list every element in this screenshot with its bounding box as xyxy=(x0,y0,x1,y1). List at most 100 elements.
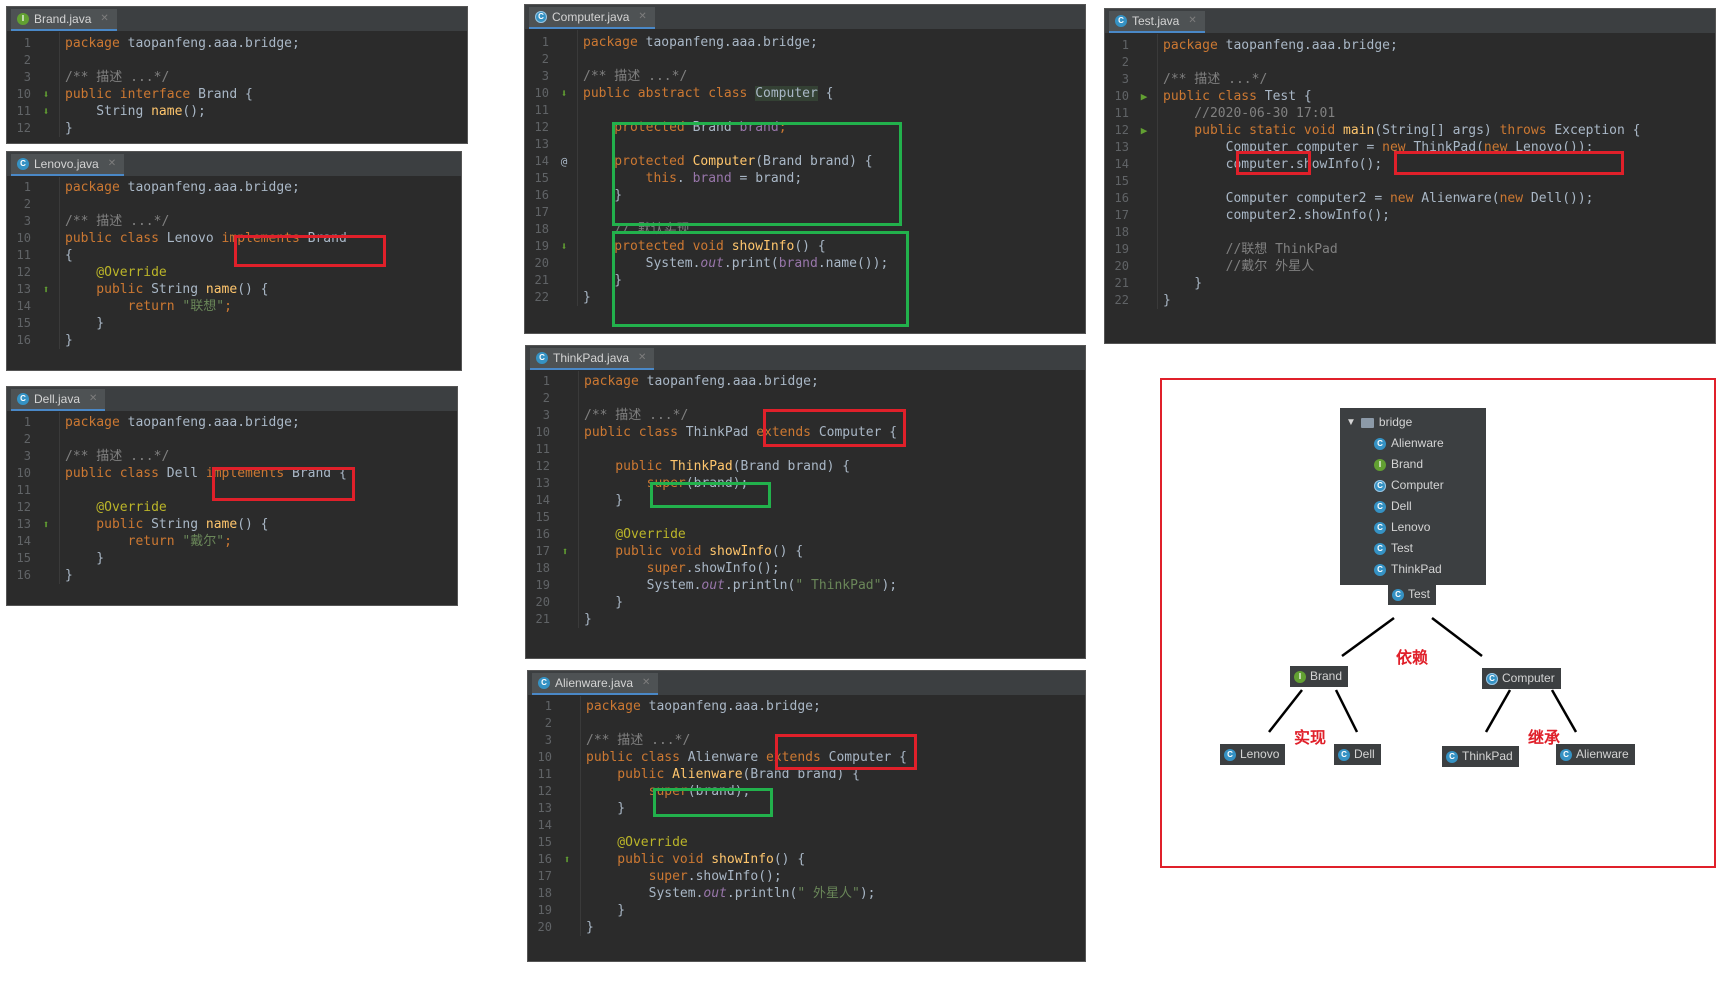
code-text: } xyxy=(65,332,73,349)
implementation-marker-icon[interactable]: ⬇ xyxy=(560,87,568,100)
code-line: 18 super.showInfo(); xyxy=(526,560,1085,577)
implementation-marker-icon[interactable]: ⬇ xyxy=(560,240,568,253)
code-line: 14 } xyxy=(526,492,1085,509)
code-line: 11 //2020-06-30 17:01 xyxy=(1105,105,1715,122)
code-token: () { xyxy=(773,852,806,867)
code-line: 3/** 描述 ...*/ xyxy=(7,448,457,465)
code-token: } xyxy=(586,801,626,816)
line-number: 2 xyxy=(544,716,552,730)
tree-root[interactable]: ▼ bridge xyxy=(1340,412,1486,433)
close-icon[interactable]: ✕ xyxy=(107,158,117,169)
override-marker-icon[interactable]: @ xyxy=(560,155,568,168)
implementation-marker-icon[interactable]: ⬇ xyxy=(42,105,50,118)
code-line: 15 xyxy=(1105,173,1715,190)
implementation-marker-icon[interactable]: ⬆ xyxy=(42,518,50,531)
tab-label: ThinkPad.java xyxy=(553,351,630,365)
code-text: } xyxy=(584,594,623,611)
code-text: package taopanfeng.aaa.bridge; xyxy=(583,34,818,51)
code-token: showInfo xyxy=(731,239,795,254)
line-number: 19 xyxy=(537,903,552,917)
line-number: 13 xyxy=(534,137,549,151)
code-text: //戴尔 外星人 xyxy=(1163,258,1314,275)
close-icon[interactable]: ✕ xyxy=(1188,15,1197,26)
code-token: /** 描述 ...*/ xyxy=(584,408,689,423)
code-token: } xyxy=(65,568,73,583)
line-number: 2 xyxy=(542,391,550,405)
code-token: .showInfo(); xyxy=(685,561,780,576)
code-text: package taopanfeng.aaa.bridge; xyxy=(65,35,300,52)
code-token: public class xyxy=(1163,89,1265,104)
line-number: 15 xyxy=(16,551,31,565)
implementation-marker-icon[interactable]: ⬆ xyxy=(42,283,50,296)
brand-dell-line xyxy=(1334,689,1359,733)
code-token: name xyxy=(205,282,238,297)
code-text: return "戴尔"; xyxy=(65,533,232,550)
close-icon[interactable]: ✕ xyxy=(642,677,651,688)
line-number: 11 xyxy=(537,767,552,781)
code-line: 13⬆ public String name() { xyxy=(7,281,461,298)
code-text: } xyxy=(65,315,104,332)
code-line: 2 xyxy=(1105,54,1715,71)
code-line: 13 super(brand); xyxy=(526,475,1085,492)
code-token: /** 描述 ...*/ xyxy=(586,733,691,748)
gutter-separator xyxy=(59,32,60,137)
code-token: Computer computer = xyxy=(1163,140,1383,155)
code-text: System.out.println(" ThinkPad"); xyxy=(584,577,897,594)
tree-item-label: Lenovo xyxy=(1391,520,1431,534)
close-icon[interactable]: ✕ xyxy=(638,352,647,363)
line-number: 19 xyxy=(1114,242,1129,256)
code-token: taopanfeng.aaa.bridge; xyxy=(1225,38,1398,53)
code-token: { xyxy=(817,86,834,101)
close-icon[interactable]: ✕ xyxy=(638,11,647,22)
code-line: 14 computer.showInfo(); xyxy=(1105,156,1715,173)
code-line: 13 } xyxy=(528,800,1085,817)
line-number: 3 xyxy=(23,214,31,228)
code-line: 16} xyxy=(7,332,461,349)
code-text: package taopanfeng.aaa.bridge; xyxy=(584,373,819,390)
code-text: super(brand); xyxy=(584,475,749,492)
run-icon[interactable]: ▶ xyxy=(1140,90,1148,103)
code-token: public class xyxy=(584,425,686,440)
line-number: 10 xyxy=(16,466,31,480)
code-text: computer2.showInfo(); xyxy=(1163,207,1390,224)
implementation-marker-icon[interactable]: ⬆ xyxy=(561,545,569,558)
implementation-marker-icon[interactable]: ⬆ xyxy=(563,853,571,866)
code-line: 2 xyxy=(525,51,1085,68)
code-token: ; xyxy=(778,120,787,135)
run-icon[interactable]: ▶ xyxy=(1140,124,1148,137)
code-token: ; xyxy=(224,299,232,314)
code-text: public interface Brand { xyxy=(65,86,253,103)
close-icon[interactable]: ✕ xyxy=(100,13,109,24)
line-number: 11 xyxy=(16,248,31,262)
code-token: implements xyxy=(221,231,308,246)
implementation-marker-icon[interactable]: ⬇ xyxy=(42,88,50,101)
close-icon[interactable]: ✕ xyxy=(89,393,98,404)
code-line: 3/** 描述 ...*/ xyxy=(1105,71,1715,88)
